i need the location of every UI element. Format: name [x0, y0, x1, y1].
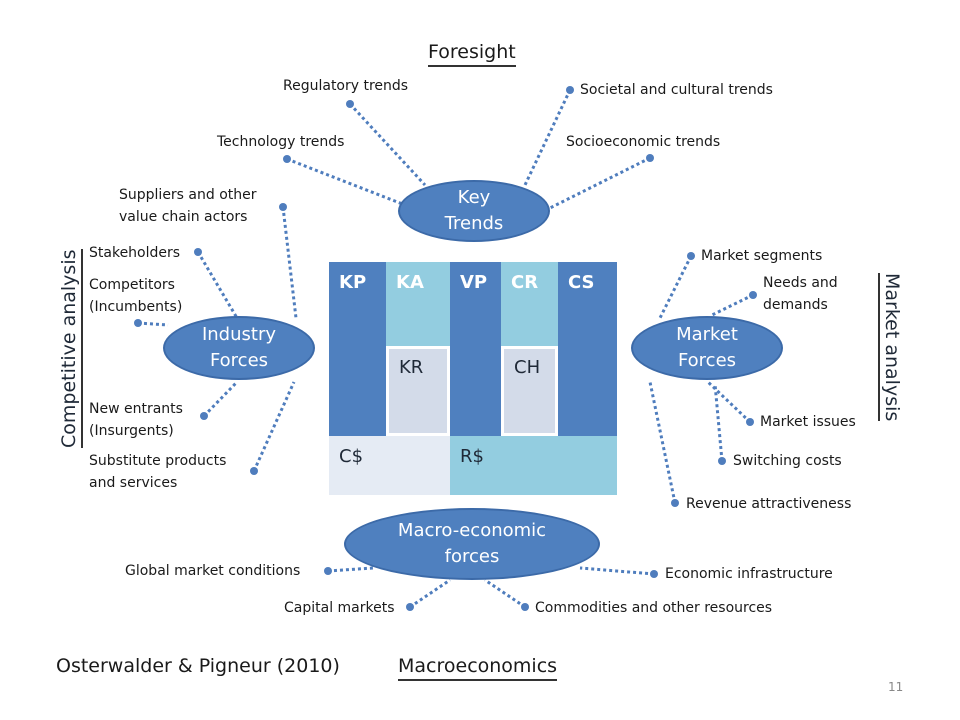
key-trends-oval: Key Trends: [398, 180, 550, 242]
socioeconomic-trends-label: Socioeconomic trends: [566, 134, 721, 150]
global-market-label: Global market conditions: [125, 563, 301, 579]
citation: Osterwalder & Pigneur (2010): [56, 655, 340, 677]
technology-trends-label: Technology trends: [217, 134, 345, 150]
canvas-kp: KP: [329, 262, 386, 436]
new-entrants-label: New entrants (Insurgents): [89, 401, 183, 439]
canvas-vp: VP: [450, 262, 501, 436]
canvas-kr: KR: [386, 346, 450, 436]
canvas-cs: CS: [558, 262, 617, 436]
needs-demands-label: Needs and demands: [763, 275, 838, 313]
commodities-label: Commodities and other resources: [535, 600, 773, 616]
market-analysis-title: Market analysis: [878, 273, 903, 422]
canvas-ch: CH: [501, 346, 558, 436]
substitutes-label: Substitute products and services: [89, 453, 227, 491]
canvas-cr: CR: [501, 262, 558, 348]
page-number: 11: [888, 680, 904, 694]
revenue-attractiveness-label: Revenue attractiveness: [686, 496, 852, 512]
industry-forces-oval: Industry Forces: [163, 316, 315, 380]
competitive-analysis-title: Competitive analysis: [58, 249, 83, 448]
market-issues-label: Market issues: [760, 414, 856, 430]
regulatory-trends-label: Regulatory trends: [283, 78, 409, 94]
canvas-cost: C$: [329, 436, 450, 495]
capital-markets-label: Capital markets: [284, 600, 395, 616]
economic-infrastructure-label: Economic infrastructure: [665, 566, 833, 582]
suppliers-label: Suppliers and other value chain actors: [119, 187, 257, 225]
stakeholders-label: Stakeholders: [89, 245, 181, 261]
market-segments-label: Market segments: [701, 248, 823, 264]
canvas-revenue: R$: [450, 436, 617, 495]
switching-costs-label: Switching costs: [733, 453, 842, 469]
macro-forces-oval: Macro-economic forces: [344, 508, 600, 580]
foresight-title: Foresight: [428, 40, 516, 67]
societal-trends-label: Societal and cultural trends: [580, 82, 773, 98]
macroeconomics-title: Macroeconomics: [398, 654, 558, 681]
market-forces-oval: Market Forces: [631, 316, 783, 380]
canvas-ka: KA: [386, 262, 450, 348]
competitors-label: Competitors (Incumbents): [89, 277, 183, 315]
